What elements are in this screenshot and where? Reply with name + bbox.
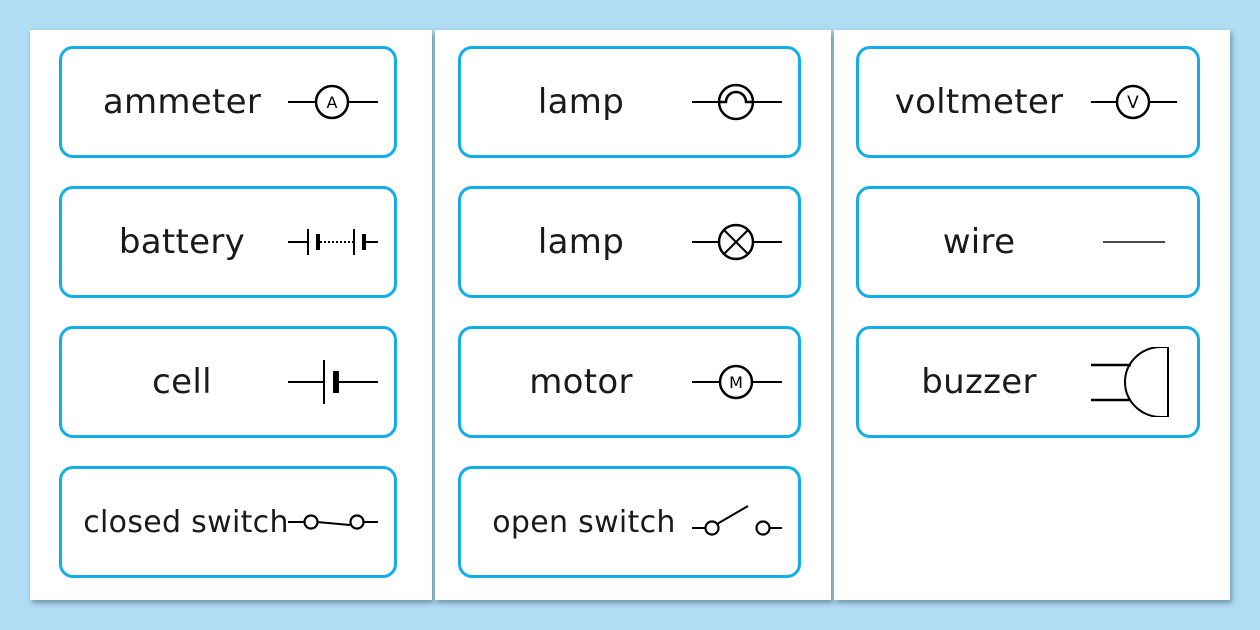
card-label: motor [529, 362, 633, 402]
card-battery: battery [59, 186, 397, 298]
card-wire: wire [856, 186, 1200, 298]
svg-text:V: V [1127, 93, 1139, 113]
card-label: buzzer [921, 362, 1037, 402]
svg-text:A: A [327, 93, 338, 112]
card-lamp-filament: lamp [458, 46, 801, 158]
page-3: voltmeter V wire buzzer [834, 30, 1230, 600]
voltmeter-icon: V [1089, 67, 1185, 137]
card-motor: motor M [458, 326, 801, 438]
card-label: ammeter [102, 82, 262, 122]
cell-icon [286, 347, 382, 417]
ammeter-icon: A [286, 67, 382, 137]
lamp-filament-icon [690, 67, 786, 137]
card-label: lamp [537, 222, 625, 262]
card-label: lamp [537, 82, 625, 122]
card-voltmeter: voltmeter V [856, 46, 1200, 158]
card-label: battery [118, 222, 246, 262]
buzzer-icon [1089, 347, 1185, 417]
card-label: cell [152, 362, 212, 402]
svg-text:M: M [729, 373, 743, 392]
battery-icon [286, 207, 382, 277]
open-switch-icon [690, 487, 786, 557]
wire-icon [1089, 207, 1185, 277]
motor-icon: M [690, 347, 786, 417]
page-1: ammeter A battery cell closed switch [30, 30, 432, 600]
page-2: lamp lamp motor M open switch [435, 30, 831, 600]
card-lamp-cross: lamp [458, 186, 801, 298]
card-label: wire [942, 222, 1016, 262]
card-ammeter: ammeter A [59, 46, 397, 158]
card-closed-switch: closed switch [59, 466, 397, 578]
closed-switch-icon [286, 487, 382, 557]
card-label: voltmeter [894, 82, 1064, 122]
card-label: open switch [492, 504, 676, 540]
card-label: closed switch [83, 504, 289, 540]
card-open-switch: open switch [458, 466, 801, 578]
lamp-cross-icon [690, 207, 786, 277]
card-cell: cell [59, 326, 397, 438]
card-buzzer: buzzer [856, 326, 1200, 438]
